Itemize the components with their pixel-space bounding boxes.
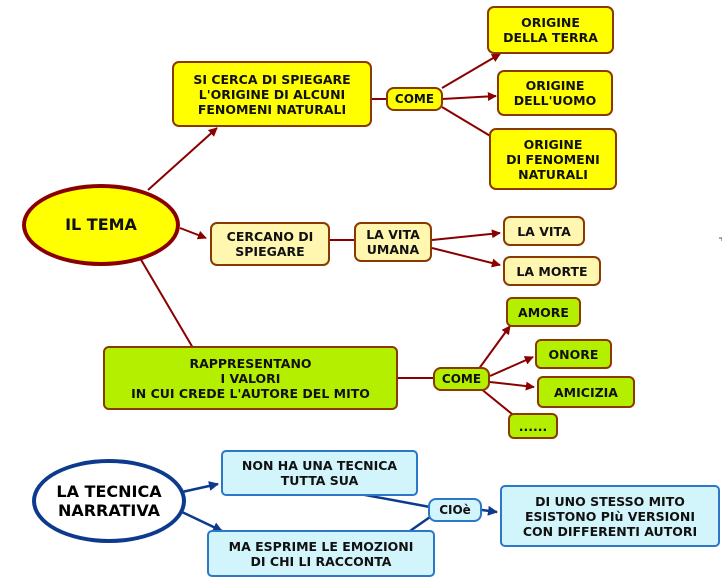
link-esprime-to-cioe xyxy=(409,515,431,533)
concept-origine-di-fenomeni-naturali: ORIGINE DI FENOMENI NATURALI xyxy=(489,128,617,190)
connector-come-2: COME xyxy=(433,367,490,391)
concept-cercano-di-spiegare: CERCANO DI SPIEGARE xyxy=(210,222,330,266)
concept-si-cerca-di-spiegare: SI CERCA DI SPIEGARE L'ORIGINE DI ALCUNI… xyxy=(172,61,372,127)
concept-amicizia: AMICIZIA xyxy=(537,376,635,408)
link-tecnica-to-esprime xyxy=(181,510,223,533)
link-cioe-to-versioni xyxy=(481,505,498,516)
concept-la-tecnica-narrativa: LA TECNICA NARRATIVA xyxy=(32,459,186,543)
link-tecnica-to-non-ha xyxy=(181,481,219,494)
link-non-ha-to-cioe xyxy=(359,492,431,509)
concept-amore: AMORE xyxy=(506,297,581,327)
concept-ellipsis: ...... xyxy=(508,413,558,439)
link-come-to-fenomeni xyxy=(441,106,493,138)
concept-non-ha-una-tecnica: NON HA UNA TECNICA TUTTA SUA xyxy=(221,450,418,496)
concept-origine-della-terra: ORIGINE DELLA TERRA xyxy=(487,6,614,54)
link-tema-to-rappresentano xyxy=(139,257,194,349)
link-come-to-dots xyxy=(479,387,513,415)
link-vita-umana-to-la-vita xyxy=(431,229,501,241)
concept-origine-dell-uomo: ORIGINE DELL'UOMO xyxy=(497,70,613,116)
link-come-to-onore xyxy=(489,356,534,377)
link-come-to-terra xyxy=(441,53,501,89)
concept-ma-esprime-le-emozioni: MA ESPRIME LE EMOZIONI DI CHI LI RACCONT… xyxy=(207,530,435,577)
link-come-to-amore xyxy=(477,325,511,371)
link-come-to-amicizia xyxy=(489,381,535,391)
concept-la-morte: LA MORTE xyxy=(503,256,601,286)
connector-come-1: COME xyxy=(386,87,443,111)
concept-la-vita-umana: LA VITA UMANA xyxy=(354,222,432,262)
link-vita-umana-to-la-morte xyxy=(431,247,501,268)
concept-onore: ONORE xyxy=(535,339,612,369)
link-tema-to-cercano xyxy=(179,227,207,240)
connector-cioe: CIOè xyxy=(428,498,482,522)
concept-rappresentano-i-valori: RAPPRESENTANO I VALORI IN CUI CREDE L'AU… xyxy=(103,346,398,410)
link-come-to-uomo xyxy=(441,91,497,101)
link-tema-to-spiegare xyxy=(147,127,218,191)
concept-di-uno-stesso-mito: DI UNO STESSO MITO ESISTONO PIù VERSIONI… xyxy=(500,485,720,547)
concept-il-tema: IL TEMA xyxy=(22,184,180,266)
concept-la-vita: LA VITA xyxy=(503,216,585,246)
edge-mark xyxy=(719,237,722,241)
